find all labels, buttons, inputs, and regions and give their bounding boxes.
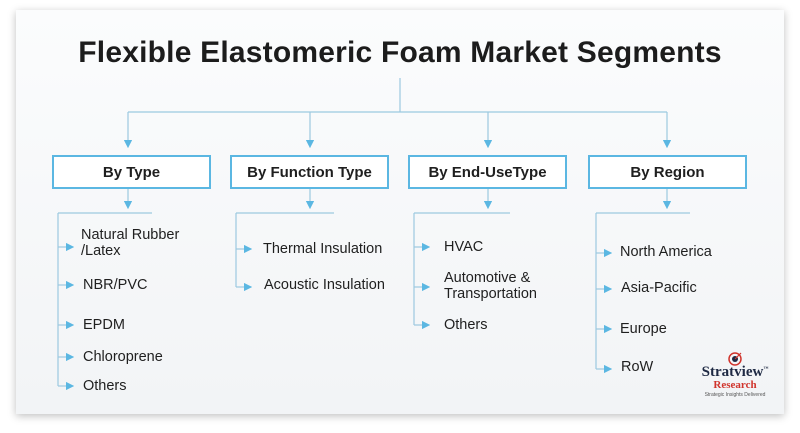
segment-box-by-region: By Region [588,155,747,189]
diagram-card [16,10,784,414]
type-item-epdm: EPDM [83,317,125,333]
segment-box-by-end-use-type: By End-UseType [408,155,567,189]
end-use-item-automotive: Automotive & Transportation [444,270,537,302]
segment-box-by-type: By Type [52,155,211,189]
diagram-title: Flexible Elastomeric Foam Market Segment… [78,36,722,69]
type-item-natural-rubber: Natural Rubber /Latex [81,227,180,259]
end-use-item-hvac: HVAC [444,239,484,255]
end-use-item-others: Others [444,317,488,333]
region-item-row: RoW [621,359,654,375]
target-icon [728,352,742,366]
function-item-thermal: Thermal Insulation [263,241,383,257]
stratview-logo: Stratview™ Research Strategic Insights D… [690,352,780,402]
logo-sub: Research [713,379,757,391]
type-item-chloroprene: Chloroprene [83,349,163,365]
region-item-north-america: North America [620,244,712,260]
logo-tagline: Strategic Insights Delivered [704,392,766,398]
segment-box-by-function-type: By Function Type [230,155,389,189]
region-item-asia-pacific: Asia-Pacific [621,280,697,296]
type-item-others: Others [83,378,127,394]
function-item-acoustic: Acoustic Insulation [264,277,385,293]
type-item-nbr-pvc: NBR/PVC [83,277,148,293]
region-item-europe: Europe [620,321,667,337]
logo-name: Stratview™ [701,364,769,380]
